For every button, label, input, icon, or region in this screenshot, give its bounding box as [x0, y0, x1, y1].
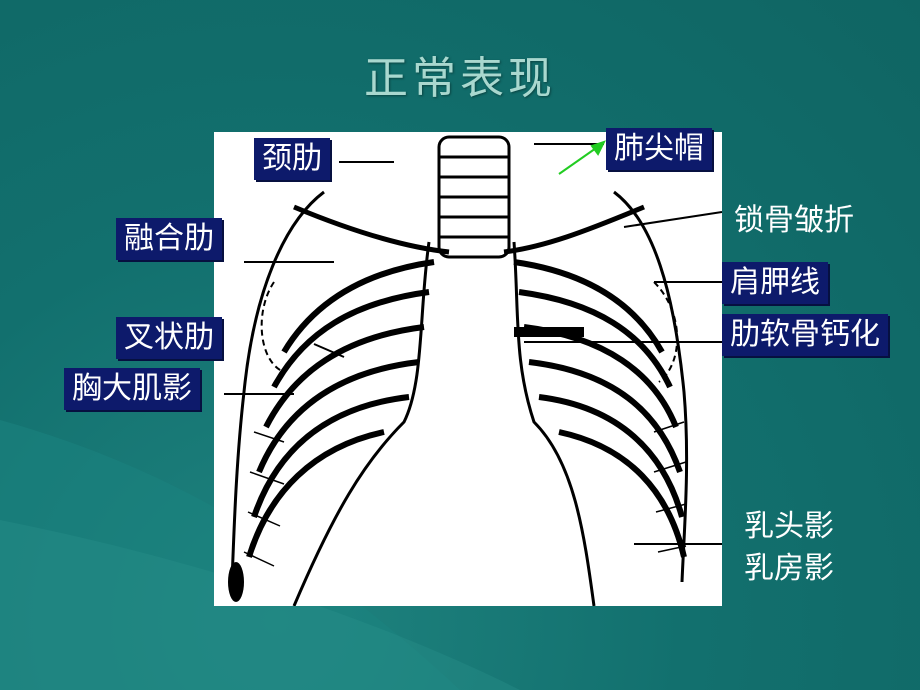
label-clavicle-fold: 锁骨皱折 [734, 203, 854, 238]
label-apical-cap: 肺尖帽 [606, 128, 712, 170]
chest-illustration [224, 135, 723, 607]
label-costal-cartilage-calcification: 肋软骨钙化 [722, 314, 888, 356]
label-cervical-rib: 颈肋 [254, 138, 330, 180]
chest-diagram [214, 132, 723, 607]
label-fused-rib: 融合肋 [116, 218, 222, 260]
label-bifid-rib: 叉状肋 [116, 317, 222, 359]
slide-title: 正常表现 [364, 53, 556, 104]
label-scapula-line: 肩胛线 [722, 262, 828, 304]
label-pectoralis-shadow: 胸大肌影 [64, 368, 200, 410]
label-breast-shadow: 乳房影 [744, 551, 834, 586]
label-nipple-shadow: 乳头影 [744, 509, 834, 544]
